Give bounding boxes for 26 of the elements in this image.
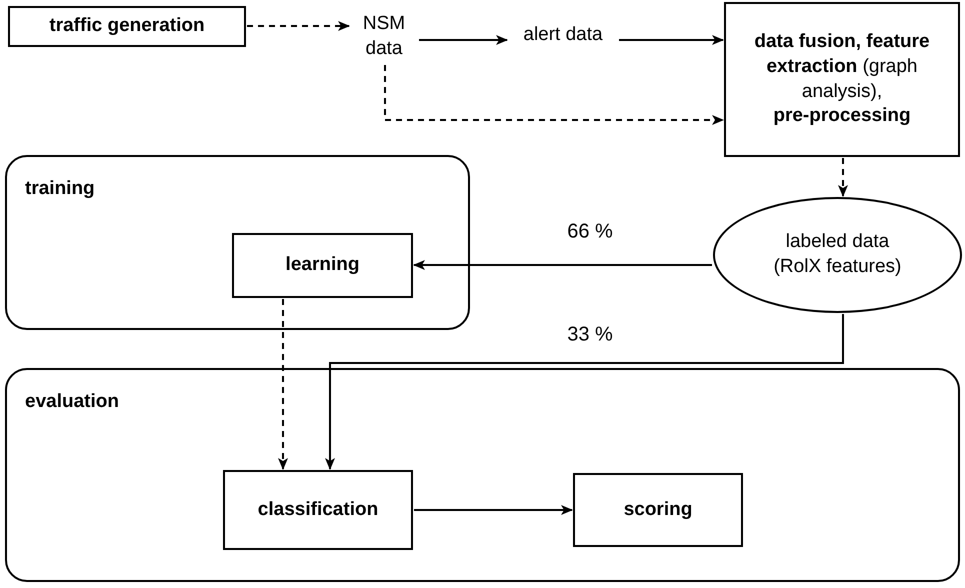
arrow bbox=[278, 299, 288, 470]
arrow bbox=[384, 65, 724, 125]
node-label: learning bbox=[286, 253, 360, 278]
arrow bbox=[414, 505, 573, 515]
group-heading: training bbox=[25, 177, 95, 201]
group-container bbox=[5, 155, 470, 330]
node-label: NSM data bbox=[362, 12, 406, 61]
arrow bbox=[413, 260, 712, 270]
node-label: traffic generation bbox=[49, 14, 205, 38]
process-box bbox=[223, 470, 413, 550]
arrow bbox=[619, 35, 724, 45]
node-label: classification bbox=[258, 498, 378, 522]
group-heading: evaluation bbox=[25, 390, 119, 414]
node-label: data fusion, feature extraction (graph analysis), pre-processing bbox=[753, 30, 931, 128]
node-label: scoring bbox=[624, 498, 692, 522]
arrow bbox=[325, 314, 844, 470]
process-box bbox=[8, 6, 246, 47]
process-box bbox=[573, 473, 743, 547]
arrow bbox=[247, 21, 350, 31]
node-label: labeled data (RolX features) bbox=[772, 230, 902, 279]
arrow bbox=[838, 158, 848, 197]
arrow bbox=[419, 35, 508, 45]
group-container bbox=[5, 368, 960, 582]
node-label: alert data bbox=[523, 22, 603, 47]
process-box bbox=[724, 2, 960, 157]
process-box bbox=[232, 233, 413, 298]
